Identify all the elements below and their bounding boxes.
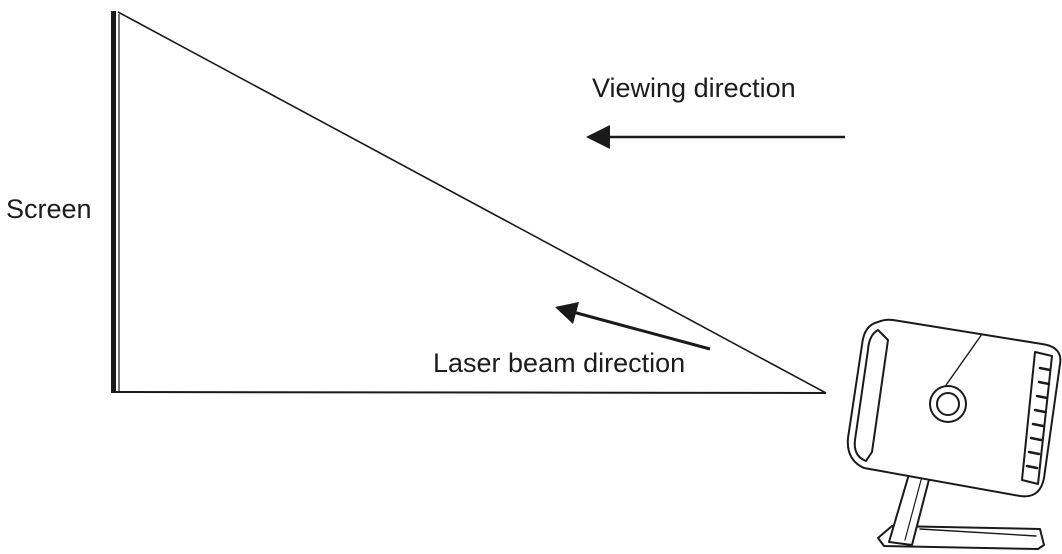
screen-label: Screen: [6, 194, 92, 224]
viewing-direction-arrow: [586, 125, 845, 149]
screen-panel: [111, 11, 120, 393]
beam-hypotenuse-line: [117, 11, 827, 394]
projector-icon: [846, 318, 1062, 550]
viewing-direction-label: Viewing direction: [592, 73, 796, 103]
floor-baseline: [115, 391, 827, 394]
laser-beam-direction-label: Laser beam direction: [433, 348, 686, 378]
projection-triangle: [115, 11, 827, 394]
laser-beam-direction-arrow: [555, 302, 711, 351]
